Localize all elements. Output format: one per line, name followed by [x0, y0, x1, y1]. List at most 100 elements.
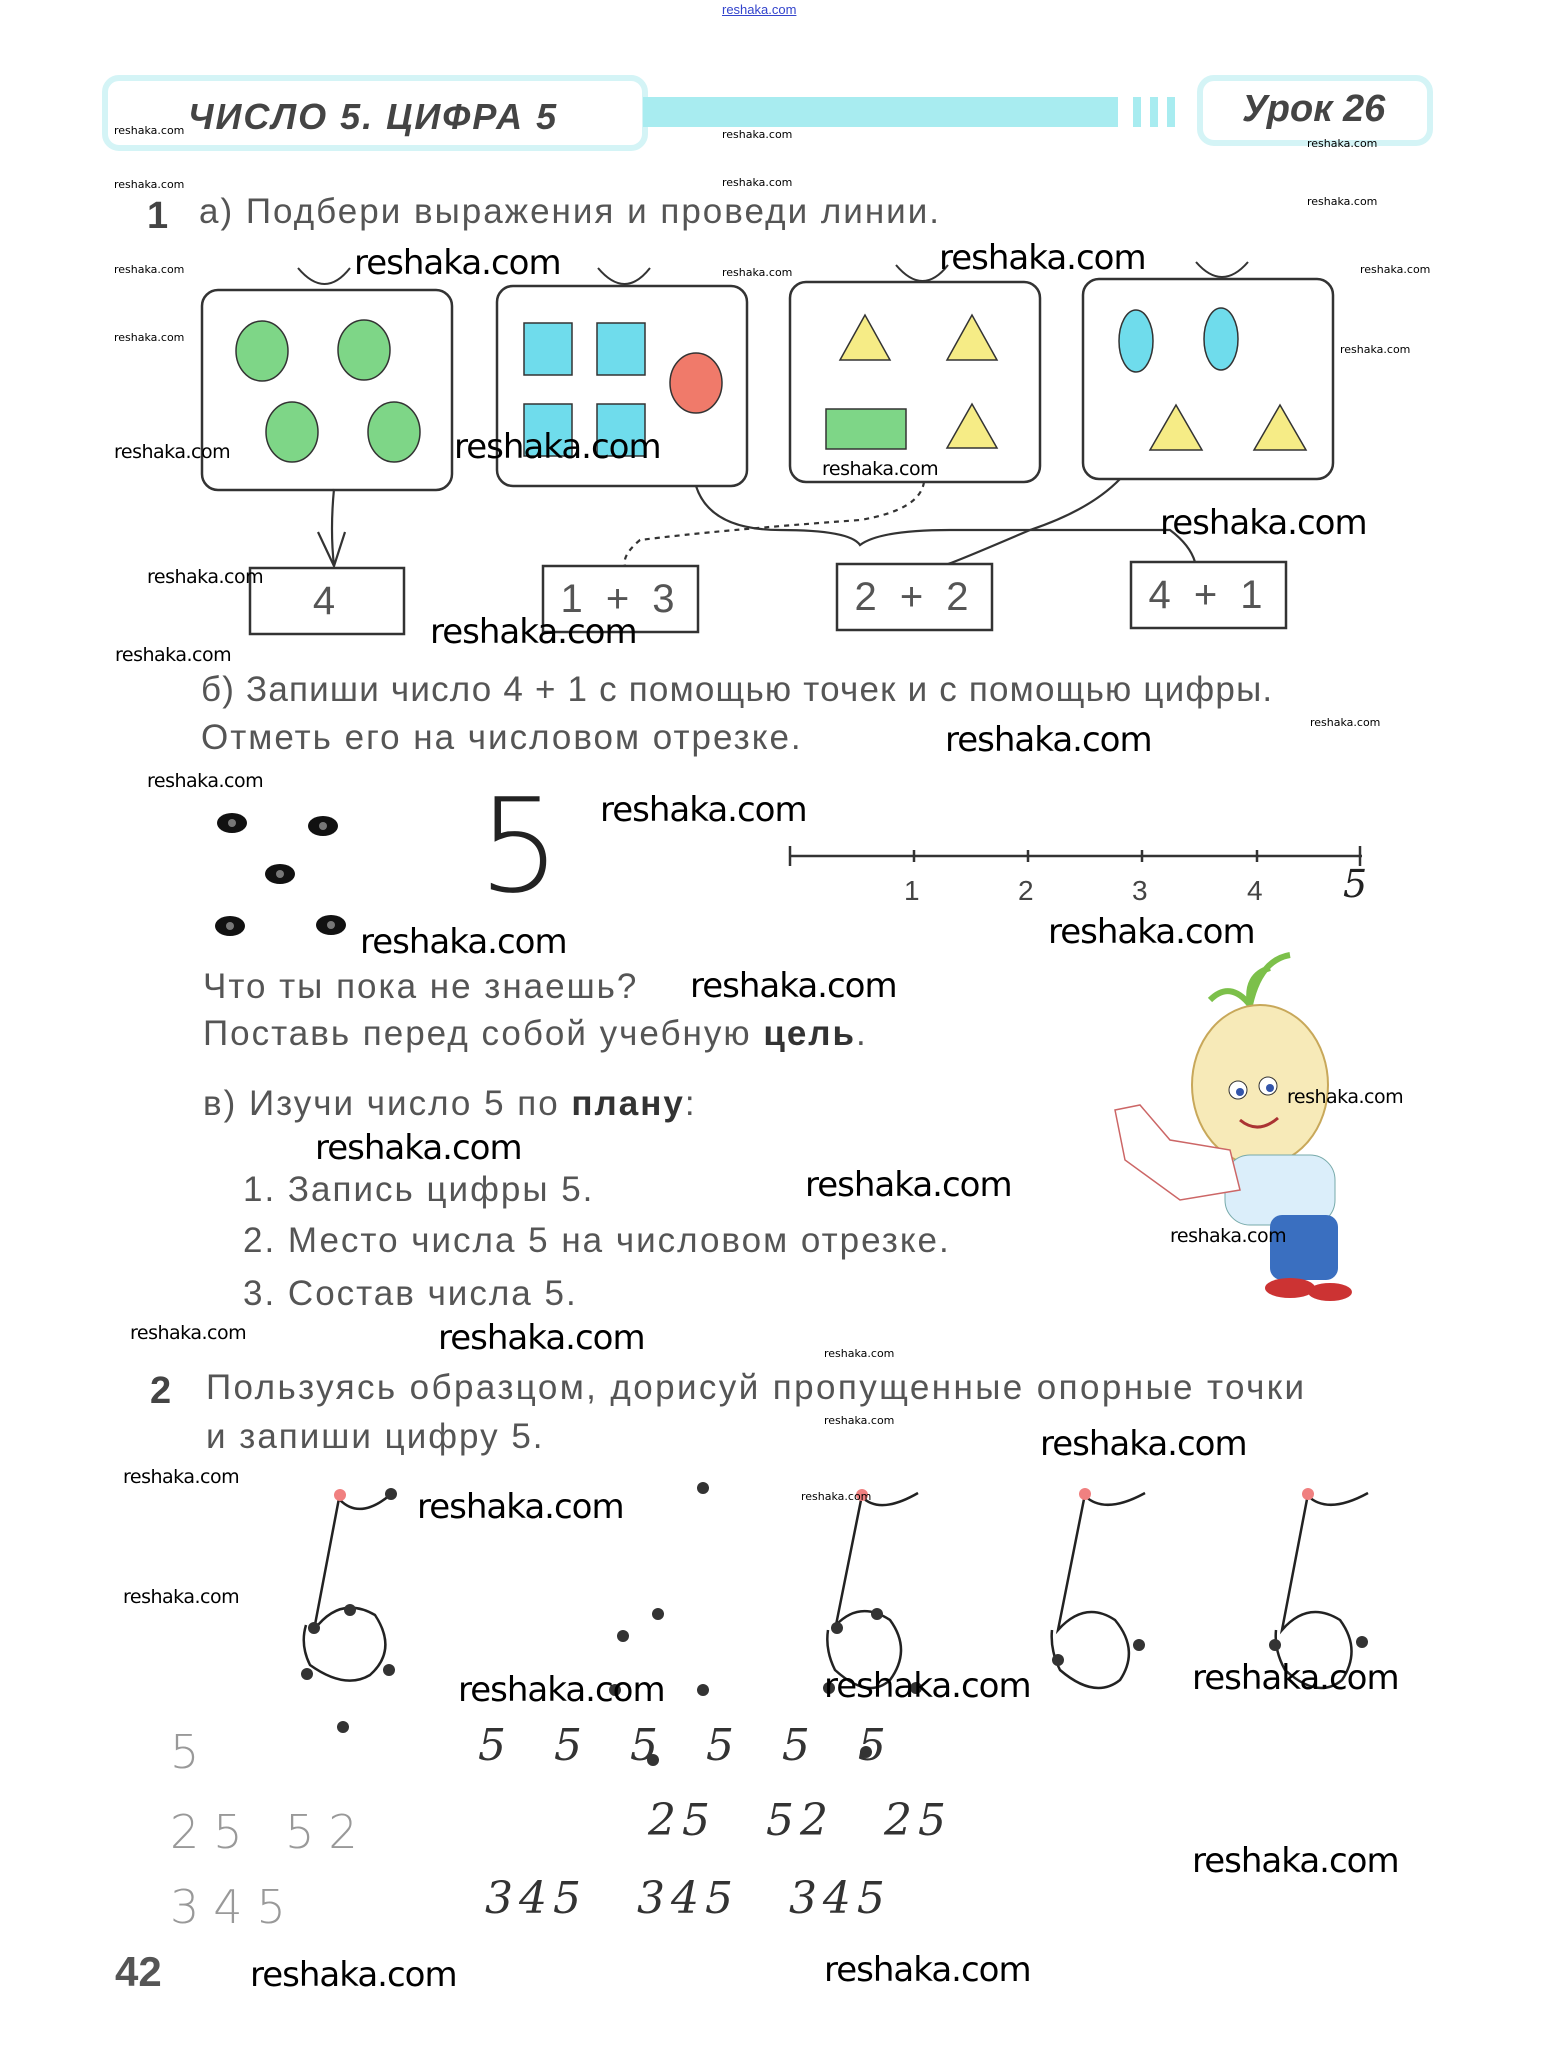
watermark: reshaka.com [354, 243, 562, 283]
task-1v-instruction: в) Изучи число 5 по плану: [203, 1084, 697, 1124]
green-circle [337, 319, 391, 381]
watermark: reshaka.com [315, 1128, 523, 1168]
watermark: reshaka.com [458, 1670, 666, 1710]
watermark: reshaka.com [454, 427, 662, 467]
answer-box-label: 2 + 2 [854, 574, 975, 619]
answer-box-label: 1 + 3 [560, 576, 681, 621]
v-suffix: : [684, 1084, 697, 1123]
watermark: reshaka.com [1170, 1225, 1287, 1247]
question-text: Что ты пока не знаешь? [203, 967, 639, 1006]
cyan-square [523, 403, 573, 457]
watermark: reshaka.com [1307, 137, 1378, 150]
yellow-triangle [838, 313, 892, 361]
green-rectangle [825, 408, 907, 450]
answer-box-label: 4 + 1 [1148, 572, 1269, 617]
sample-row: 25 52 [170, 1805, 372, 1859]
watermark: reshaka.com [1307, 195, 1378, 208]
page-number: 42 [115, 1948, 162, 1995]
green-circle [367, 401, 421, 463]
site-link[interactable]: reshaka.com [722, 2, 797, 17]
sample-row: 5 [170, 1725, 214, 1779]
yellow-triangle [945, 402, 999, 449]
watermark: reshaka.com [690, 966, 898, 1006]
watermark: reshaka.com [805, 1165, 1013, 1205]
watermark: reshaka.com [1192, 1841, 1400, 1881]
number-line-tick-label: 4 [1247, 875, 1263, 906]
box-triangles [788, 280, 1042, 484]
lesson-label: Урок 26 [1242, 88, 1386, 130]
connecting-lines [317, 478, 1197, 569]
watermark: reshaka.com [824, 1666, 1032, 1706]
box-circles [200, 288, 454, 492]
watermark: reshaka.com [600, 790, 808, 830]
watermark: reshaka.com [430, 612, 638, 652]
answer-boxes [248, 560, 1288, 636]
handwritten-five: 5 [478, 770, 561, 922]
watermark: reshaka.com [360, 922, 568, 962]
yellow-triangle [1252, 403, 1308, 451]
arc-marks [297, 261, 1249, 285]
watermark: reshaka.com [1160, 503, 1368, 543]
yellow-triangle [1148, 403, 1204, 451]
written-row: 5 5 5 5 5 5 [478, 1720, 892, 1771]
number-line-tick-label: 1 [904, 875, 920, 906]
watermark: reshaka.com [722, 176, 793, 189]
goal-bold: цель [763, 1014, 857, 1053]
watermark: reshaka.com [1040, 1424, 1248, 1464]
watermark: reshaka.com [130, 1322, 247, 1344]
page-title: ЧИСЛО 5. ЦИФРА 5 [188, 96, 559, 137]
watermark: reshaka.com [1287, 1086, 1404, 1108]
reference-dots [301, 1482, 1368, 1766]
watermark: reshaka.com [114, 124, 185, 137]
task-1b-instruction-line1: б) Запиши число 4 + 1 с помощью точек и … [201, 670, 1274, 709]
header-band [102, 75, 1433, 151]
task-1b-instruction-line2: Отметь его на числовом отрезке. [201, 718, 803, 757]
watermark: reshaka.com [114, 331, 185, 344]
cyan-oval [1118, 309, 1154, 373]
cyan-oval [1203, 307, 1239, 371]
watermark: reshaka.com [147, 770, 264, 792]
watermark: reshaka.com [945, 720, 1153, 760]
task-2-instruction-line2: и запиши цифру 5. [206, 1417, 545, 1456]
cyan-square [596, 322, 646, 376]
goal-text: Поставь перед собой учебную цель. [203, 1014, 868, 1054]
number-line-end-label: 5 [1343, 862, 1374, 906]
watermark: reshaka.com [123, 1466, 240, 1488]
task-1a-instruction: а) Подбери выражения и проведи линии. [199, 192, 941, 231]
green-circle [265, 401, 319, 463]
plan-item: 2. Место числа 5 на числовом отрезке. [243, 1221, 951, 1260]
number-line [788, 846, 1362, 866]
watermark: reshaka.com [115, 644, 232, 666]
cyan-square [596, 403, 646, 457]
task-number: 2 [150, 1370, 172, 1412]
watermark: reshaka.com [147, 566, 264, 588]
red-circle [669, 352, 723, 414]
plan-item: 1. Запись цифры 5. [243, 1170, 595, 1209]
watermark: reshaka.com [822, 458, 939, 480]
written-row: 25 52 25 [648, 1795, 952, 1846]
written-row: 345 345 345 [485, 1873, 891, 1924]
v-bold: плану [571, 1084, 685, 1123]
watermark: reshaka.com [114, 441, 231, 463]
watermark: reshaka.com [824, 1950, 1032, 1990]
goal-suffix: . [856, 1014, 868, 1053]
watermark: reshaka.com [824, 1414, 895, 1427]
picture-boxes [200, 277, 1335, 492]
watermark: reshaka.com [1048, 912, 1256, 952]
watermark: reshaka.com [114, 178, 185, 191]
watermark: reshaka.com [801, 1490, 872, 1503]
plan-item: 3. Состав числа 5. [243, 1274, 578, 1313]
watermark: reshaka.com [123, 1586, 240, 1608]
v-prefix: в) Изучи число 5 по [203, 1084, 572, 1123]
watermark: reshaka.com [722, 128, 793, 141]
watermark: reshaka.com [1310, 716, 1381, 729]
number-line-tick-label: 2 [1018, 875, 1034, 906]
yellow-triangle [945, 313, 999, 361]
watermark: reshaka.com [1360, 263, 1431, 276]
answer-box-label: 4 [312, 578, 342, 623]
watermark: reshaka.com [1192, 1658, 1400, 1698]
onion-character-illustration [1114, 952, 1352, 1301]
task-number: 1 [147, 195, 169, 237]
goal-prefix: Поставь перед собой учебную [203, 1014, 764, 1053]
